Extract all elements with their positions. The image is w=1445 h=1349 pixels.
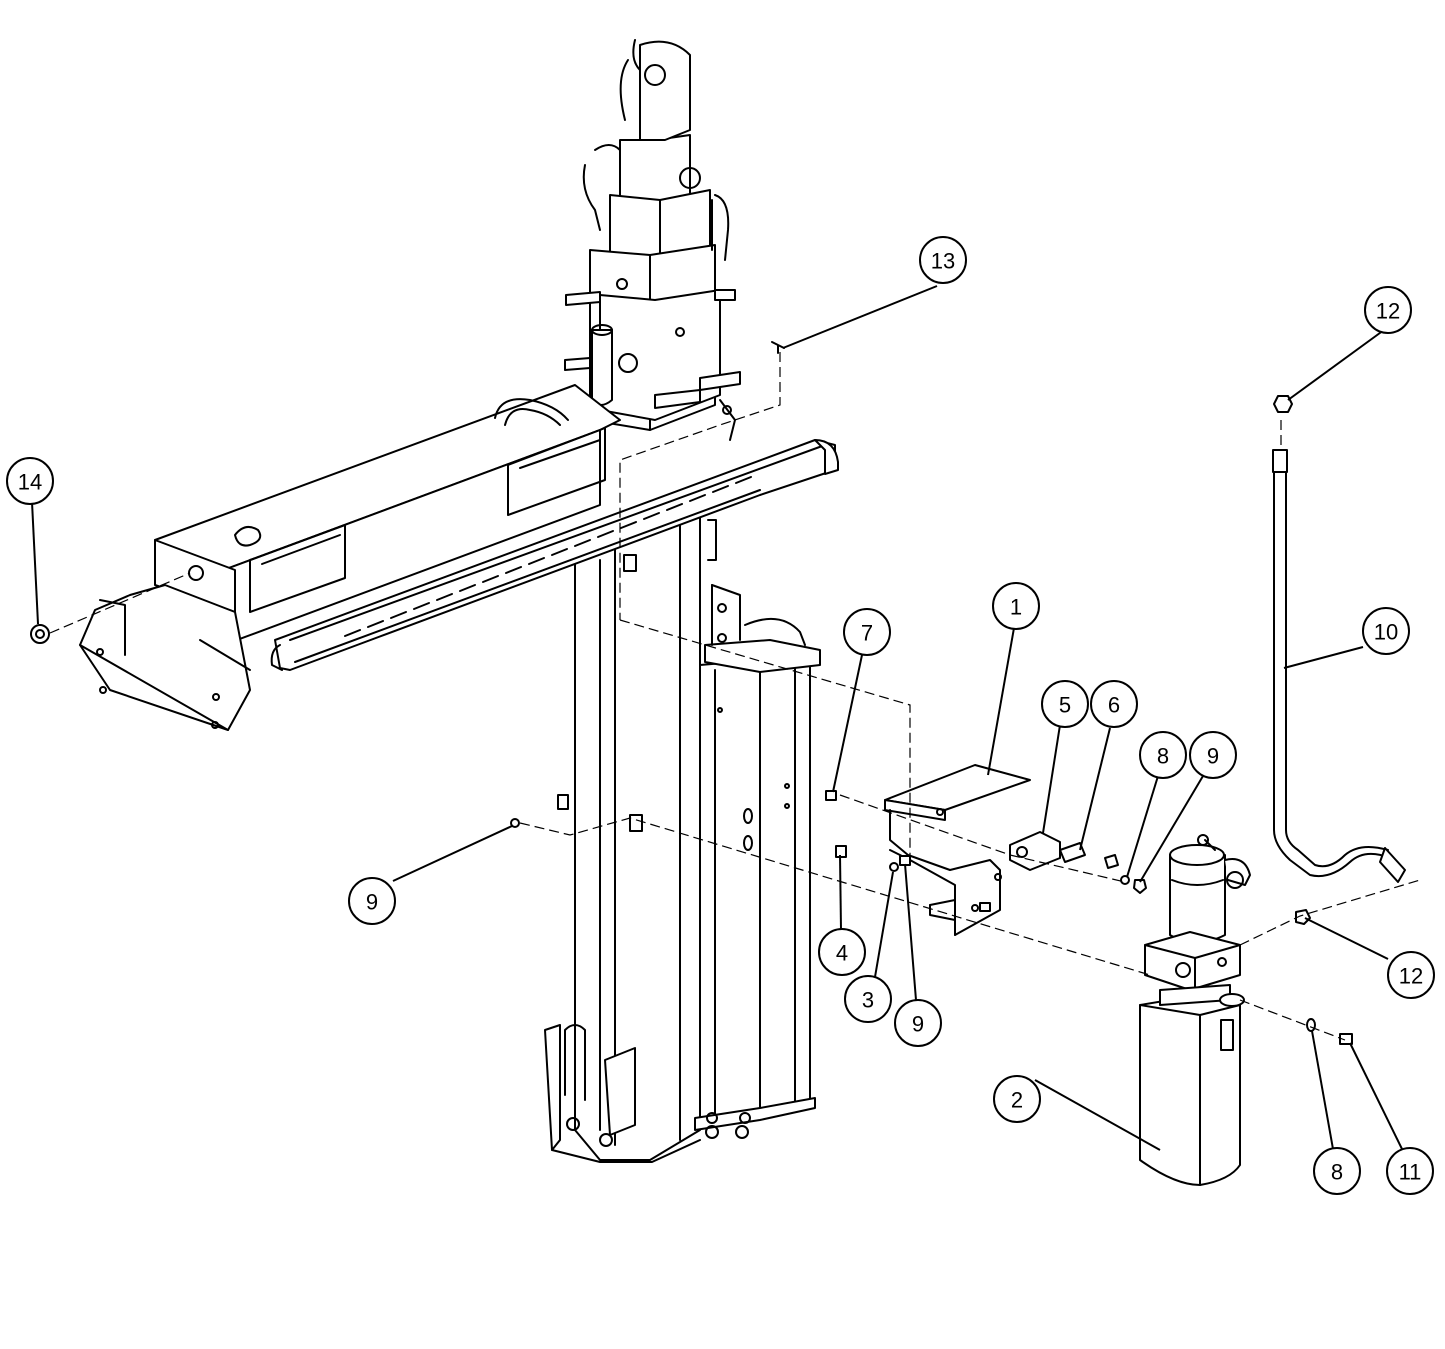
callout-12-top-label: 12: [1376, 299, 1400, 324]
callout-1-label: 1: [1010, 595, 1022, 620]
telescoping-mast: [564, 39, 741, 431]
fastener-8-top: [1120, 875, 1130, 885]
callout-5: 5: [1041, 680, 1089, 728]
callout-12-right: 12: [1387, 951, 1435, 999]
callout-2: 2: [993, 1075, 1041, 1123]
callout-14-label: 14: [18, 470, 42, 495]
fasteners: [30, 341, 1353, 1045]
callout-1: 1: [992, 582, 1040, 630]
fastener-12-top: [1273, 395, 1293, 413]
callout-13-label: 13: [931, 249, 955, 274]
callout-9-right: 9: [1189, 731, 1237, 779]
callout-10-label: 10: [1374, 620, 1398, 645]
vertical-column: [544, 514, 717, 1163]
callout-6: 6: [1090, 680, 1138, 728]
callout-10: 10: [1362, 607, 1410, 655]
callout-8-top-label: 8: [1157, 744, 1169, 769]
hose-item-10: [1272, 449, 1406, 883]
callout-9-left: 9: [348, 877, 396, 925]
power-unit: [1139, 834, 1251, 1186]
callout-13: 13: [919, 236, 967, 284]
callout-9-right-label: 9: [1207, 744, 1219, 769]
callout-14: 14: [6, 457, 54, 505]
callout-5-label: 5: [1059, 693, 1071, 718]
callout-3: 3: [844, 975, 892, 1023]
callout-8-top: 8: [1139, 731, 1187, 779]
valve-item-5-6: [1009, 831, 1119, 871]
fastener-11: [1339, 1033, 1353, 1045]
fastener-9-right: [1133, 879, 1147, 894]
callout-6-label: 6: [1108, 693, 1120, 718]
fastener-8-bottom: [1306, 1018, 1316, 1032]
fastener-14: [30, 624, 50, 644]
fastener-13: [771, 341, 785, 354]
callout-11: 11: [1386, 1147, 1434, 1195]
callout-2-label: 2: [1011, 1088, 1023, 1113]
fastener-7: [825, 790, 837, 801]
callout-12-top: 12: [1364, 286, 1412, 334]
callout-9-mid-label: 9: [912, 1012, 924, 1037]
fastener-3: [889, 862, 899, 872]
side-channel: [694, 584, 821, 1139]
callout-4: 4: [818, 928, 866, 976]
callout-3-label: 3: [862, 988, 874, 1013]
callout-7-label: 7: [861, 621, 873, 646]
horizontal-boom: [79, 384, 839, 731]
callout-9-left-label: 9: [366, 890, 378, 915]
callout-9-mid: 9: [894, 999, 942, 1047]
fastener-9-left: [510, 818, 520, 828]
leader-lines: [31, 285, 1403, 1151]
rail-slots: [344, 476, 752, 637]
callout-11-label: 11: [1399, 1160, 1422, 1185]
assembly-lines: [49, 352, 1421, 1041]
fastener-9-mid: [899, 855, 911, 866]
fastener-12-right: [1295, 909, 1311, 925]
callout-4-label: 4: [836, 941, 848, 966]
callout-12-right-label: 12: [1399, 964, 1423, 989]
callout-8-bottom-label: 8: [1331, 1160, 1343, 1185]
callout-7: 7: [843, 608, 891, 656]
callout-8-bottom: 8: [1313, 1147, 1361, 1195]
bracket-item-1: [884, 764, 1031, 936]
